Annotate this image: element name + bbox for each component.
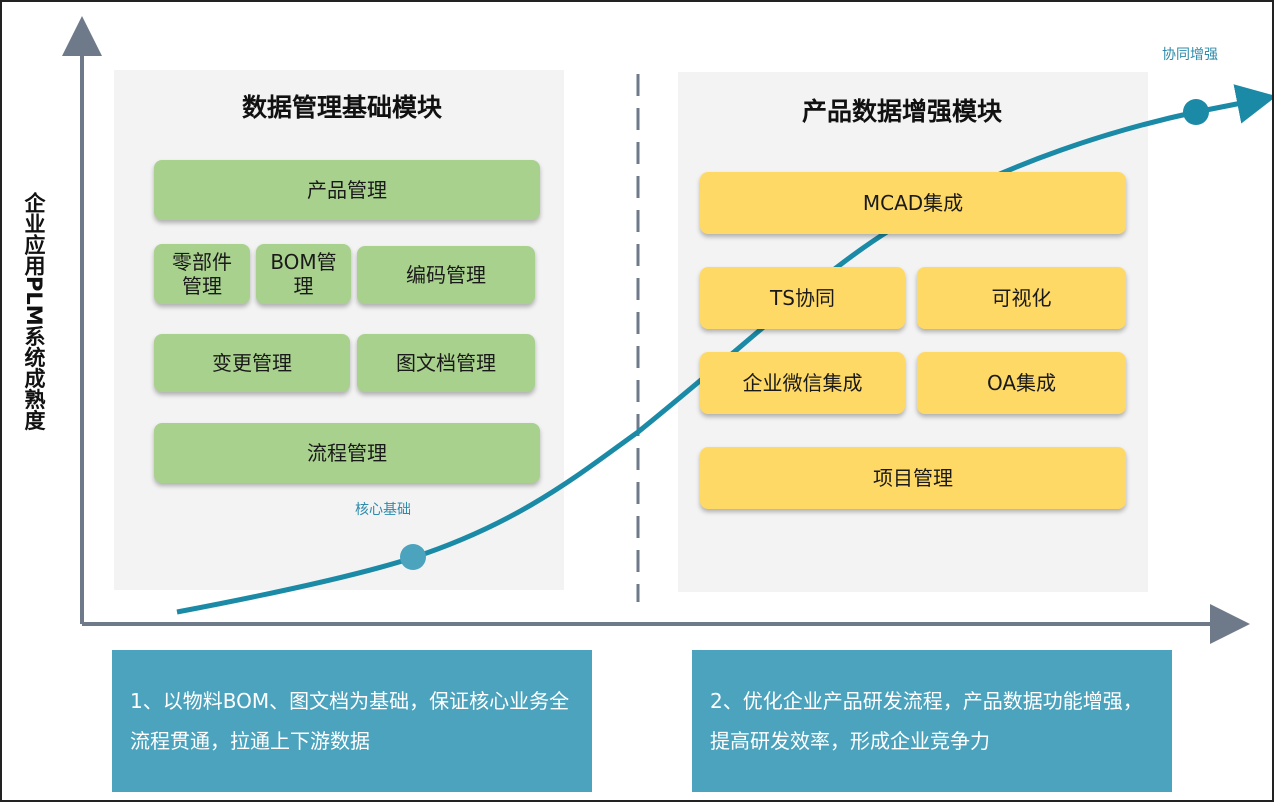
maturity-curve bbox=[176, 84, 1272, 615]
document-management-box: 图文档管理 bbox=[357, 334, 535, 392]
collaboration-marker bbox=[1183, 99, 1209, 125]
wechat-integration-box: 企业微信集成 bbox=[700, 352, 905, 414]
project-management-box: 项目管理 bbox=[700, 447, 1126, 509]
visualization-box: 可视化 bbox=[917, 267, 1126, 329]
bom-management-box: BOM管理 bbox=[256, 244, 351, 304]
workflow-management-box: 流程管理 bbox=[154, 423, 540, 483]
parts-management-box: 零部件管理 bbox=[154, 244, 250, 304]
left-description-text: 1、以物料BOM、图文档为基础，保证核心业务全流程贯通，拉通上下游数据 bbox=[130, 689, 570, 753]
core-foundation-marker bbox=[400, 544, 426, 570]
right-description-box: 2、优化企业产品研发流程，产品数据功能增强，提高研发效率，形成企业竞争力 bbox=[692, 650, 1172, 792]
collaboration-enhance-note: 协同增强 bbox=[1162, 47, 1218, 63]
mcad-integration-box: MCAD集成 bbox=[700, 172, 1126, 234]
left-module-title: 数据管理基础模块 bbox=[241, 93, 442, 122]
product-management-box: 产品管理 bbox=[154, 160, 540, 220]
right-module-title: 产品数据增强模块 bbox=[801, 97, 1002, 126]
left-description-box: 1、以物料BOM、图文档为基础，保证核心业务全流程贯通，拉通上下游数据 bbox=[112, 650, 592, 792]
right-description-text: 2、优化企业产品研发流程，产品数据功能增强，提高研发效率，形成企业竞争力 bbox=[710, 689, 1143, 753]
coding-management-box: 编码管理 bbox=[357, 246, 535, 304]
ts-collaboration-box: TS协同 bbox=[700, 267, 905, 329]
left-module-panel bbox=[114, 70, 564, 590]
oa-integration-box: OA集成 bbox=[917, 352, 1126, 414]
core-foundation-note: 核心基础 bbox=[355, 502, 411, 518]
y-axis-label: 企业应用PLM系统成熟度 bbox=[22, 192, 46, 431]
change-management-box: 变更管理 bbox=[154, 334, 350, 392]
